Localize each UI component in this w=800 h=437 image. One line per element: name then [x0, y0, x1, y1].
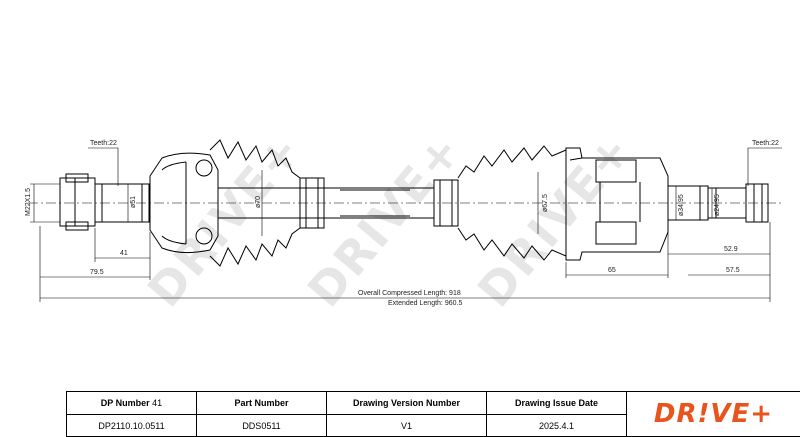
- drawing-version-value: V1: [327, 415, 487, 437]
- dim-52-9: 52.9: [724, 246, 738, 253]
- dp-number-header: DP Number 41: [67, 392, 197, 415]
- dim-teeth-left: Teeth:22: [90, 140, 117, 147]
- watermark: DRIVE+ DRIVE+ DRIVE+: [137, 123, 642, 317]
- drawing-version-header: Drawing Version Number: [327, 392, 487, 415]
- dim-57-5: 57.5: [726, 267, 740, 274]
- watermark-text-1: DRIVE+: [137, 123, 312, 317]
- dim-41: 41: [120, 250, 128, 257]
- dim-d24-95: ø24.95: [714, 194, 721, 216]
- dim-extended: Extended Length: 960.5: [388, 300, 462, 307]
- dp-number-value: DP2110.10.0511: [67, 415, 197, 437]
- watermark-text-3: DRIVE+: [467, 123, 642, 317]
- dim-d34-95: ø34.95: [678, 194, 685, 216]
- drawing-date-value: 2025.4.1: [487, 415, 627, 437]
- part-number-header: Part Number: [197, 392, 327, 415]
- dp-number-label: DP Number: [101, 398, 150, 408]
- dp-number-suffix: 41: [152, 398, 162, 408]
- logo-cell: DR!VE+: [627, 392, 800, 437]
- title-block: DP Number 41 Part Number Drawing Version…: [66, 391, 800, 437]
- watermark-text-2: DRIVE+: [297, 123, 472, 317]
- dim-79-5: 79.5: [90, 269, 104, 276]
- drawing-date-header: Drawing Issue Date: [487, 392, 627, 415]
- dim-teeth-right: Teeth:22: [752, 140, 779, 147]
- dim-thread: M22X1.5: [25, 188, 32, 216]
- dim-d70: ø70: [255, 196, 262, 208]
- drive-shaft-drawing: DRIVE+ DRIVE+ DRIVE+: [0, 0, 800, 386]
- part-number-value: DDS0511: [197, 415, 327, 437]
- dim-d51: ø51: [130, 196, 137, 208]
- drive-logo: DR!VE+: [654, 399, 773, 429]
- dim-65: 65: [608, 267, 616, 274]
- dim-d67-5: ø67.5: [542, 194, 549, 212]
- dim-overall: Overall Compressed Length: 918: [358, 290, 461, 297]
